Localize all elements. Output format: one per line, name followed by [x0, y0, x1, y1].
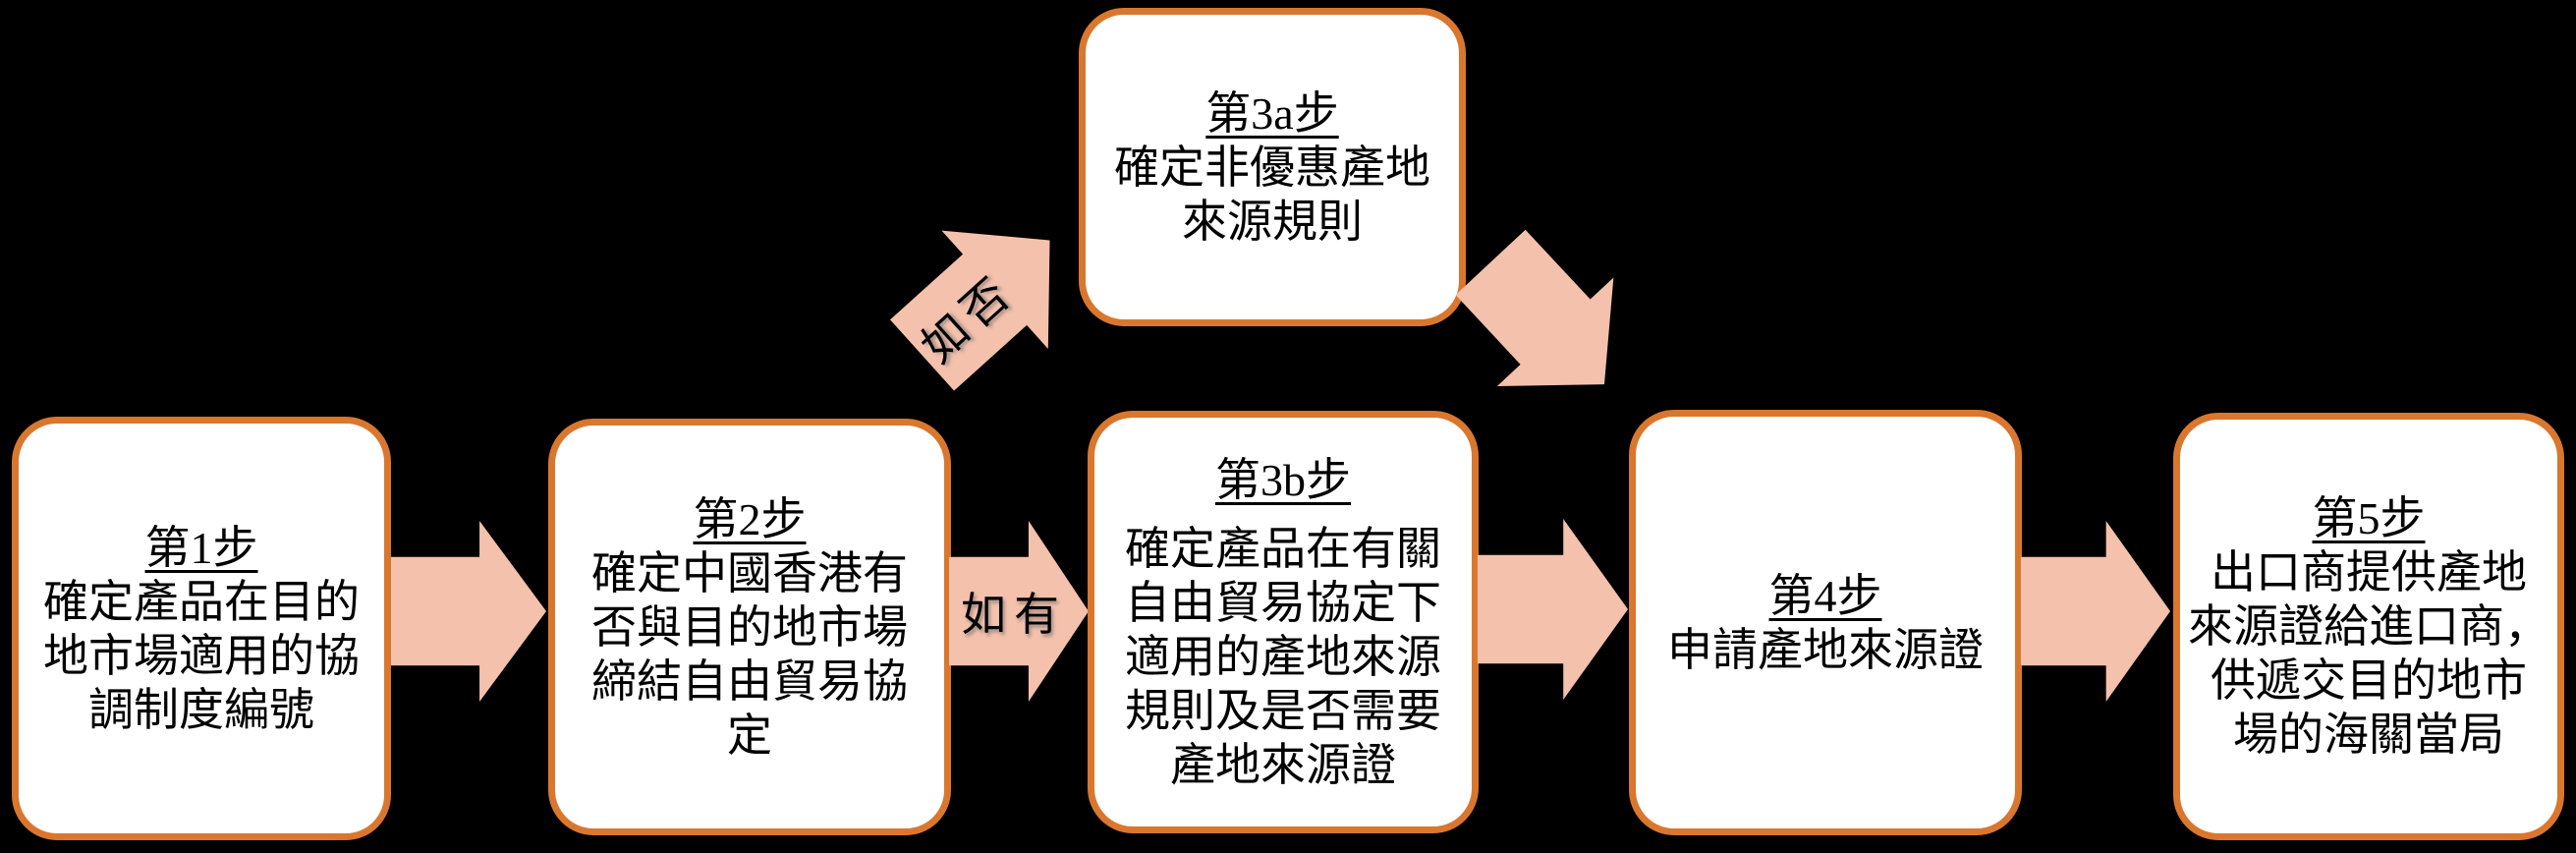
step-4-description: 申請產地來源證: [1667, 624, 1984, 675]
step-3a-title: 第3a步: [1205, 87, 1339, 139]
step-box-2: 第2步 確定中國香港有 否與目的地市場 締結自由貿易協 定: [548, 419, 951, 835]
step-box-4: 第4步 申請產地來源證: [1629, 410, 2022, 835]
step-box-5: 第5步 出口商提供產地 來源證給進口商， 供遞交目的地市 場的海關當局: [2173, 413, 2564, 840]
step-4-title: 第4步: [1768, 570, 1882, 621]
step-box-1: 第1步 確定產品在目的 地市場適用的協 調制度編號: [12, 417, 391, 840]
step-3a-description: 確定非優惠產地 來源規則: [1114, 142, 1430, 247]
arrow-step2-to-step3a: 如否: [868, 181, 1102, 414]
step-2-description: 確定中國香港有 否與目的地市場 締結自由貿易協 定: [591, 547, 908, 761]
step-5-title: 第5步: [2312, 493, 2426, 543]
step-box-3b: 第3b步 確定產品在有關 自由貿易協定下 適用的產地來源 規則及是否需要 產地來…: [1088, 411, 1479, 833]
arrow-label-if-yes: 如有: [961, 590, 1067, 640]
step-1-description: 確定產品在目的 地市場適用的協 調制度編號: [43, 576, 360, 735]
arrow-label-if-no: 如否: [912, 263, 1025, 373]
step-3b-title: 第3b步: [1215, 454, 1351, 505]
step-1-title: 第1步: [144, 522, 258, 573]
step-box-3a: 第3a步 確定非優惠產地 來源規則: [1079, 8, 1466, 326]
step-2-title: 第2步: [693, 493, 807, 544]
step-5-description: 出口商提供產地 來源證給進口商， 供遞交目的地市 場的海關當局: [2188, 547, 2549, 760]
step-3b-description: 確定產品在有關 自由貿易協定下 適用的產地來源 規則及是否需要 產地來源證: [1125, 523, 1441, 790]
arrow-step4-to-step5: [2021, 521, 2170, 702]
arrow-step2-to-step3b: 如有: [949, 521, 1089, 702]
arrow-step3b-to-step4: [1478, 519, 1628, 700]
arrow-step3a-to-step4: [1432, 208, 1662, 439]
arrow-step1-to-step2: [391, 521, 546, 702]
